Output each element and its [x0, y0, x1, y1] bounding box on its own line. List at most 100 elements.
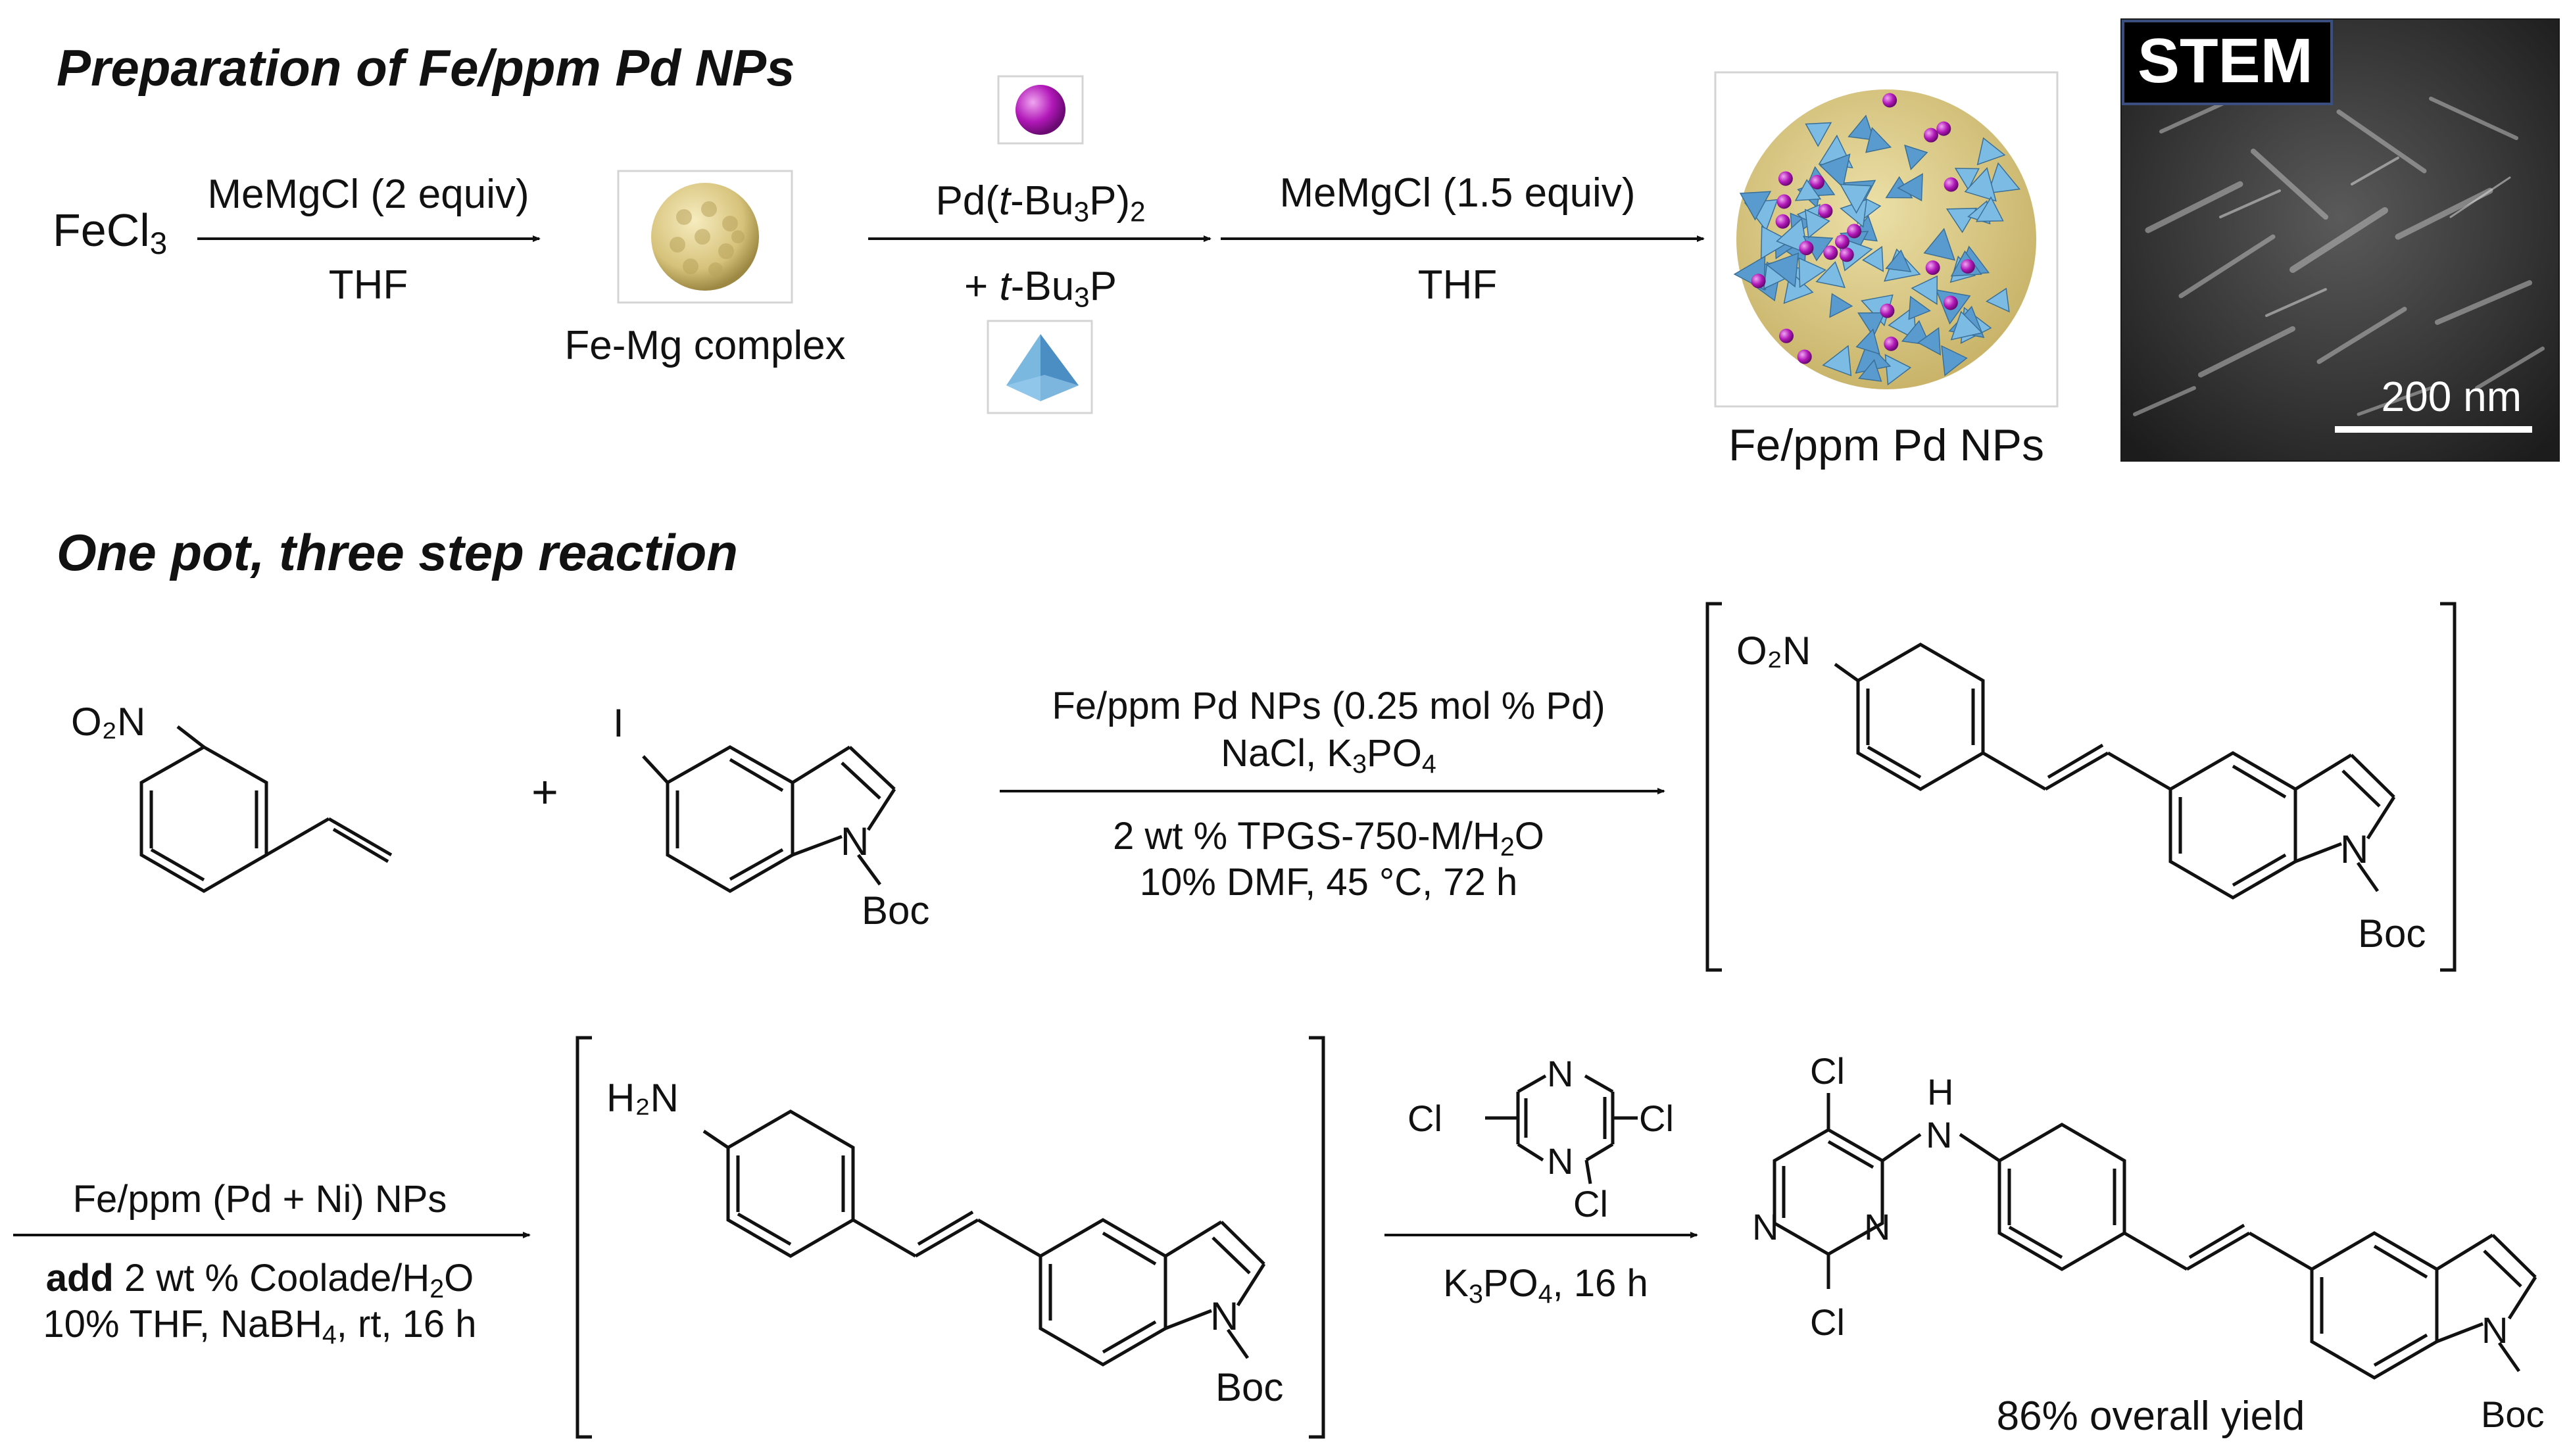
bracket-left-2 — [575, 1036, 592, 1439]
pd-atom — [1751, 274, 1766, 289]
step1-reagent: MeMgCl (2 equiv) — [207, 172, 529, 217]
indole-n-label-3: N — [1210, 1294, 1238, 1338]
ligand-pyramid — [1954, 168, 1980, 191]
pd-atom — [1882, 93, 1897, 108]
product-indole-n: N — [2482, 1309, 2508, 1351]
bracket-right-1 — [2440, 602, 2457, 972]
step3-solvent: THF — [1417, 262, 1498, 308]
iodoindole-structure — [642, 745, 896, 893]
pd-atom — [1884, 336, 1899, 351]
top-heading: Preparation of Fe/ppm Pd NPs — [57, 39, 795, 97]
bracket-right-2 — [1309, 1036, 1325, 1439]
pd-atom — [1944, 177, 1959, 192]
indole-n-label: N — [841, 819, 869, 863]
ligand-pyramid — [1804, 208, 1830, 239]
pd-atom — [1925, 260, 1940, 276]
scale-bar-label: 200 nm — [2381, 373, 2522, 420]
ligand-pyramid — [1822, 345, 1852, 377]
pd-atom — [1943, 295, 1958, 310]
ligand-pyramid — [1904, 144, 1928, 171]
ligand-pyramid — [1739, 191, 1772, 221]
product-pyrimidine-n-right: N — [1864, 1206, 1890, 1248]
pyrimidine-n-bottom: N — [1547, 1140, 1573, 1182]
step1-additives: NaCl, K3PO4 — [1221, 732, 1436, 779]
product-nh-n: N — [1926, 1114, 1952, 1155]
pd-atom — [1776, 194, 1792, 209]
ligand-pyramid — [1765, 252, 1799, 288]
nitrostyrene-structure — [139, 725, 393, 893]
ligand-pyramid — [1884, 354, 1912, 386]
ligand-pyramid — [1862, 245, 1884, 272]
pd-sphere-icon — [997, 75, 1084, 145]
ligand-pyramid — [1855, 328, 1880, 355]
step2-medium: add 2 wt % Coolade/H2O — [45, 1257, 474, 1303]
pd-atom — [1923, 128, 1938, 143]
ligand-pyramid — [1945, 207, 1978, 233]
stem-label: STEM — [2122, 20, 2333, 105]
pyrimidine-n-top: N — [1547, 1053, 1573, 1094]
iodo-label: I — [613, 701, 624, 745]
scale-bar — [2335, 426, 2532, 433]
pd-atom — [1775, 214, 1790, 229]
ligand-pyramid — [1829, 293, 1853, 318]
ligand-pyramid — [1908, 295, 1931, 320]
phosphine-pyramid-icon — [987, 320, 1093, 414]
nitro-group-label: O₂N — [71, 700, 145, 744]
ligand-label: + t-Bu3P — [964, 264, 1117, 313]
pd-atom — [1960, 259, 1975, 274]
pd-atom — [1880, 303, 1895, 318]
ligand-pyramid — [1911, 275, 1938, 305]
ligand-pyramid — [1986, 287, 2010, 313]
step3-reagent: MeMgCl (1.5 equiv) — [1279, 170, 1636, 216]
product-cl-bottom: Cl — [1810, 1301, 1845, 1343]
pd-reagent-label: Pd(t-Bu3P)2 — [935, 178, 1146, 228]
ligand-pyramid — [1839, 183, 1872, 214]
fecl3-label: FeCl3 — [53, 205, 168, 261]
pd-atom — [1936, 121, 1951, 136]
fe-mg-complex-image — [617, 170, 793, 304]
pyrimidine-cl-bottom: Cl — [1573, 1183, 1608, 1225]
product-pyrimidine-n-left: N — [1752, 1206, 1778, 1248]
step1-medium: 2 wt % TPGS-750-M/H2O — [1113, 815, 1544, 861]
ligand-pyramid — [1805, 122, 1832, 147]
ligand-pyramid — [1819, 153, 1851, 189]
ligand-pyramid — [1798, 257, 1827, 288]
ligand-pyramid — [1964, 167, 1997, 202]
ligand-pyramid — [1760, 226, 1792, 260]
ligand-pyramid — [1794, 179, 1822, 201]
step1-conditions: 10% DMF, 45 °C, 72 h — [1139, 861, 1518, 904]
step2-conditions: 10% THF, NaBH4, rt, 16 h — [43, 1303, 477, 1349]
ligand-pyramid — [1976, 137, 2006, 166]
ligand-pyramid — [1987, 162, 2021, 194]
product-nh-h: H — [1927, 1071, 1953, 1113]
trichloropyrimidine-structure — [1485, 1074, 1638, 1184]
ligand-pyramid — [1815, 260, 1846, 289]
nitro-group-label-2: O₂N — [1736, 629, 1811, 673]
ligand-pyramid — [1858, 358, 1882, 382]
stem-image: STEM 200 nm — [2120, 18, 2560, 462]
ligand-pyramid — [1975, 196, 2004, 222]
nitro-stilbene-structure — [1834, 643, 2396, 900]
bottom-heading: One pot, three step reaction — [57, 523, 738, 581]
amine-group-label: H₂N — [606, 1076, 679, 1120]
pd-atom — [1823, 245, 1838, 260]
np-label: Fe/ppm Pd NPs — [1728, 420, 2044, 470]
fe-ppm-pd-np-image — [1714, 71, 2059, 408]
indole-n-label-2: N — [2340, 827, 2368, 871]
boc-label-2: Boc — [2358, 911, 2426, 956]
pyrimidine-cl-left: Cl — [1407, 1098, 1442, 1139]
final-product-structure — [1773, 1093, 2537, 1380]
pd-atom — [1779, 328, 1794, 343]
ligand-pyramid — [1917, 327, 1942, 356]
ligand-pyramid — [1857, 312, 1886, 338]
pd-atom — [1799, 241, 1814, 256]
boc-label-1: Boc — [862, 888, 929, 933]
amino-stilbene-structure — [702, 1109, 1266, 1367]
ligand-pyramid — [1950, 310, 1983, 341]
pd-atom — [1818, 203, 1833, 218]
yield-label: 86% overall yield — [1996, 1394, 2305, 1439]
ligand-pyramid — [1941, 345, 1968, 377]
ligand-pyramid — [1897, 173, 1923, 202]
ligand-pyramid — [1847, 114, 1875, 141]
